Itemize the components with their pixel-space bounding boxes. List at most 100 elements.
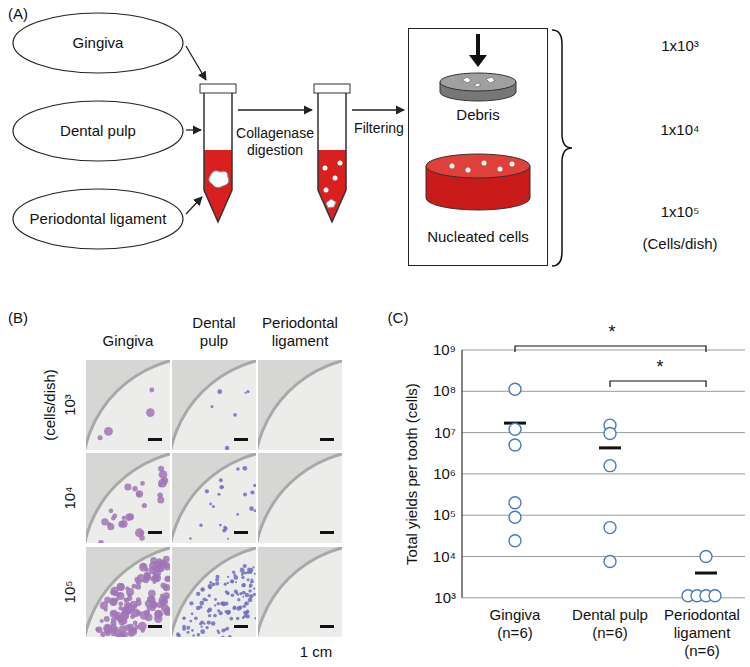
data-point	[509, 511, 521, 523]
pour-arrow-head	[469, 55, 487, 67]
tube-outline	[204, 92, 232, 222]
colony	[251, 578, 253, 580]
colony	[241, 583, 245, 587]
data-point	[709, 590, 721, 602]
colony	[213, 614, 217, 618]
colony	[121, 631, 128, 637]
colony	[219, 524, 222, 527]
colony	[196, 592, 200, 596]
colony	[247, 578, 250, 581]
colony	[224, 583, 227, 586]
colony	[199, 605, 202, 608]
oval-shape	[13, 101, 183, 161]
cell	[510, 162, 515, 167]
colony	[245, 612, 248, 615]
colony	[199, 524, 202, 527]
colony	[217, 493, 220, 496]
y-axis	[461, 350, 462, 598]
colony	[250, 582, 252, 584]
colony	[124, 484, 131, 491]
step-label: Collagenase digestion	[233, 125, 317, 159]
colony	[119, 620, 125, 626]
colony	[124, 602, 130, 608]
data-point	[700, 551, 712, 563]
mean-bar	[695, 572, 717, 575]
colony	[242, 466, 247, 471]
colony	[109, 508, 114, 513]
dish-photo	[258, 360, 342, 450]
colony	[165, 576, 170, 583]
tissue-name: Periodontal ligament	[30, 210, 167, 228]
colony	[182, 627, 186, 631]
dish-photo	[258, 453, 342, 543]
colony	[200, 587, 205, 592]
colony	[208, 584, 213, 589]
colony	[239, 592, 242, 595]
colony	[205, 599, 208, 602]
column-header: Gingiva	[86, 332, 170, 350]
scale-bar	[234, 438, 248, 441]
data-point	[509, 383, 521, 395]
colony	[154, 610, 162, 618]
data-point	[604, 555, 616, 567]
colony	[152, 580, 156, 584]
dish-photo	[86, 453, 170, 543]
scale-bar	[234, 531, 248, 534]
colony	[114, 612, 121, 619]
oval-shape	[13, 13, 183, 73]
colony	[245, 572, 248, 575]
colony	[159, 563, 165, 569]
colony	[215, 581, 219, 585]
colony	[165, 577, 169, 581]
colony	[242, 596, 244, 598]
colony	[249, 584, 253, 588]
colony	[226, 592, 230, 596]
colony	[96, 626, 103, 633]
colony	[233, 413, 237, 417]
colony	[214, 598, 217, 601]
data-point	[509, 497, 521, 509]
colony	[186, 626, 190, 630]
colony	[147, 596, 154, 603]
debris-piece	[462, 77, 495, 87]
colony	[149, 387, 154, 392]
tick-label: 10³	[416, 589, 456, 607]
colony	[242, 616, 245, 619]
cell-density: 1x10⁴	[645, 121, 715, 139]
colony	[146, 610, 150, 614]
colony	[132, 628, 137, 633]
colony	[139, 563, 148, 572]
colony	[158, 479, 167, 488]
colony	[248, 589, 251, 592]
colony	[237, 598, 240, 601]
colony	[118, 601, 123, 606]
dish-photo	[258, 547, 342, 637]
colony	[215, 578, 219, 582]
colony	[134, 604, 138, 608]
colony	[200, 620, 204, 624]
tick-label: 10⁸	[416, 382, 456, 400]
data-point	[509, 439, 521, 451]
column-header: Dental pulp	[179, 314, 249, 350]
medium-fluid	[204, 150, 232, 222]
colony	[125, 608, 132, 615]
colony	[232, 606, 236, 610]
tick-label: 10⁹	[416, 341, 456, 359]
flow-arrow	[186, 197, 202, 214]
tick-label: 10⁶	[416, 465, 456, 483]
colony	[211, 621, 216, 626]
colony	[163, 592, 170, 599]
cell	[482, 161, 487, 166]
dish-rim	[172, 360, 256, 450]
colony	[138, 622, 147, 631]
colony	[244, 392, 246, 394]
colony	[208, 594, 211, 597]
dish-rim	[86, 547, 170, 637]
brace	[552, 30, 572, 266]
cell	[466, 168, 471, 173]
colony	[246, 614, 250, 618]
colony	[217, 602, 220, 605]
colony	[221, 635, 224, 637]
colony	[112, 628, 117, 633]
oval-text-wrap: Dental pulp	[12, 100, 184, 162]
